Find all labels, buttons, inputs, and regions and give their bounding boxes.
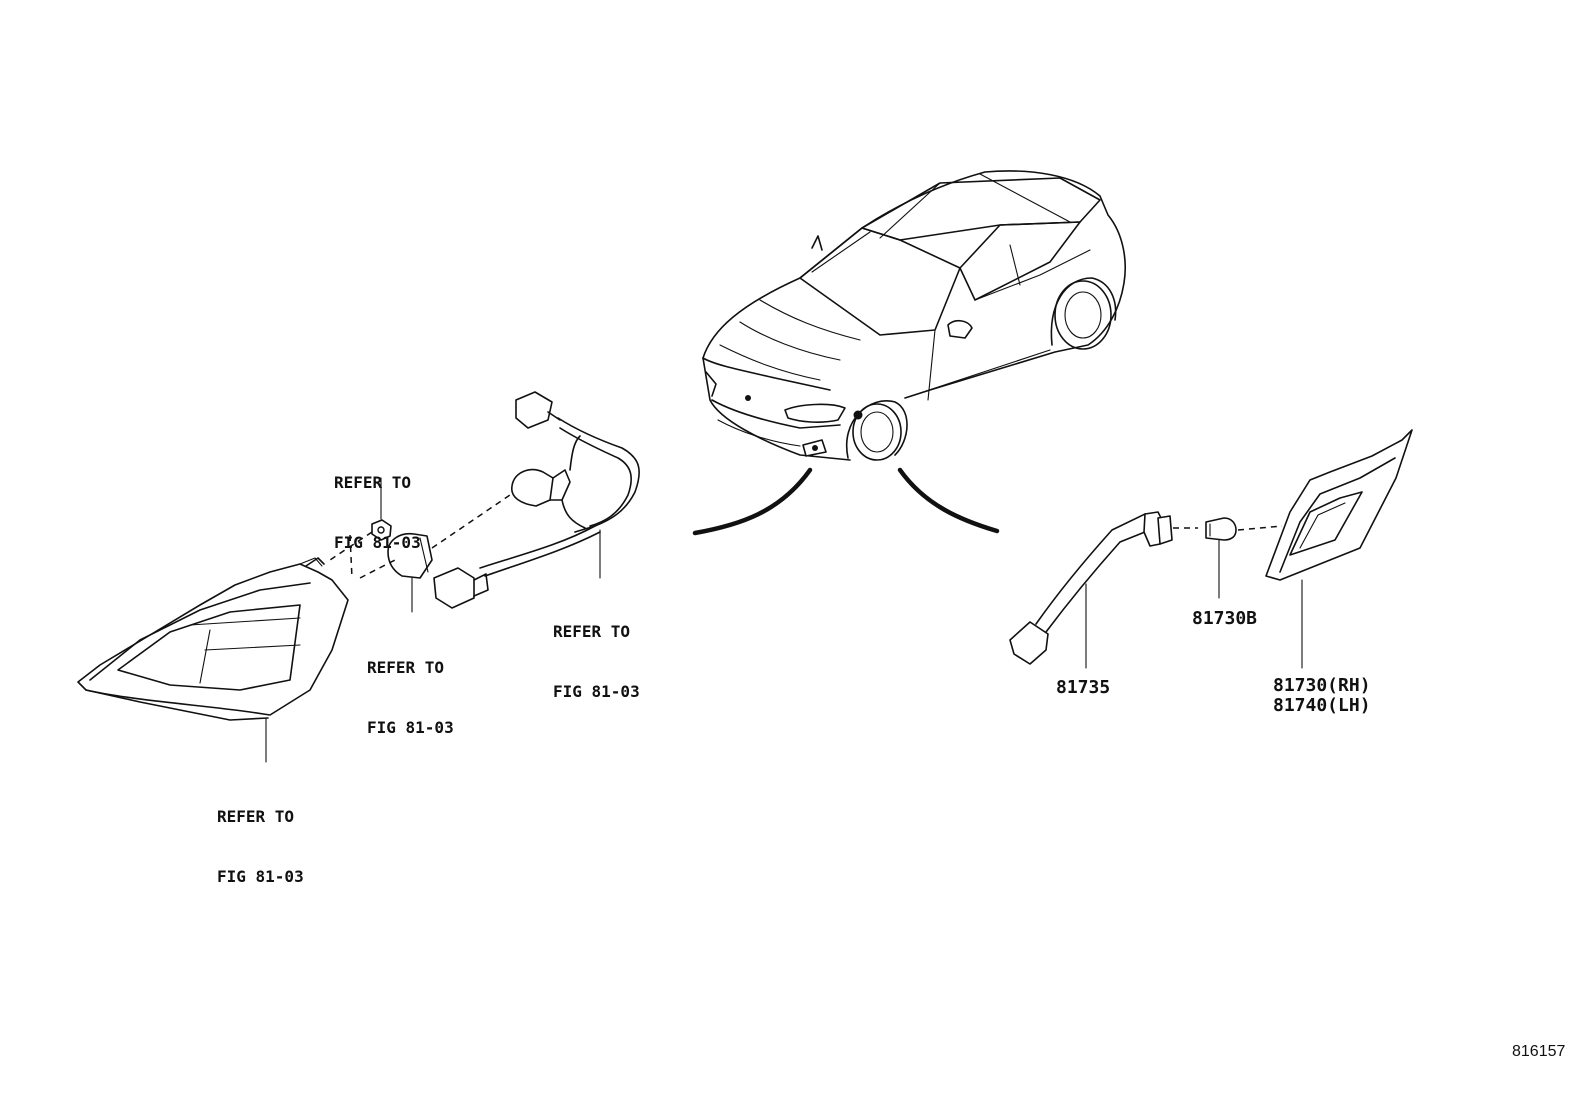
part-number-cord: 81735: [1056, 677, 1111, 698]
nut-part: [371, 519, 392, 541]
refer-label-bulb: REFER TO FIG 81-03: [367, 618, 454, 778]
dash-socket: [431, 494, 511, 549]
refer-line: REFER TO: [334, 473, 412, 492]
refer-line: REFER TO: [553, 622, 631, 641]
dash-bulb-marker: [1237, 525, 1283, 531]
part-number-marker-lh: 81740(LH): [1273, 695, 1371, 716]
fig-line: FIG 81-03: [367, 718, 454, 737]
cord-81735: [1009, 511, 1173, 665]
refer-line: REFER TO: [367, 658, 445, 677]
fig-line: FIG 81-03: [334, 533, 421, 552]
part-number-marker-rh: 81730(RH): [1273, 675, 1371, 696]
part-number-bulb: 81730B: [1192, 608, 1258, 629]
fig-line: FIG 81-03: [553, 682, 640, 701]
socket-harness: [433, 391, 640, 609]
refer-line: REFER TO: [217, 807, 295, 826]
car-illustration: [692, 170, 1127, 536]
dash-nut-vertical: [349, 534, 353, 579]
figure-id: 816157: [1512, 1043, 1566, 1060]
fig-line: FIG 81-03: [217, 867, 304, 886]
refer-label-socket: REFER TO FIG 81-03: [553, 582, 640, 742]
refer-label-nut: REFER TO FIG 81-03: [334, 433, 421, 593]
headlamp-assembly: [77, 557, 349, 721]
side-marker-lens: [1265, 429, 1413, 581]
bulb-81730B: [1205, 517, 1237, 541]
refer-label-lamp: REFER TO FIG 81-03: [217, 767, 304, 927]
